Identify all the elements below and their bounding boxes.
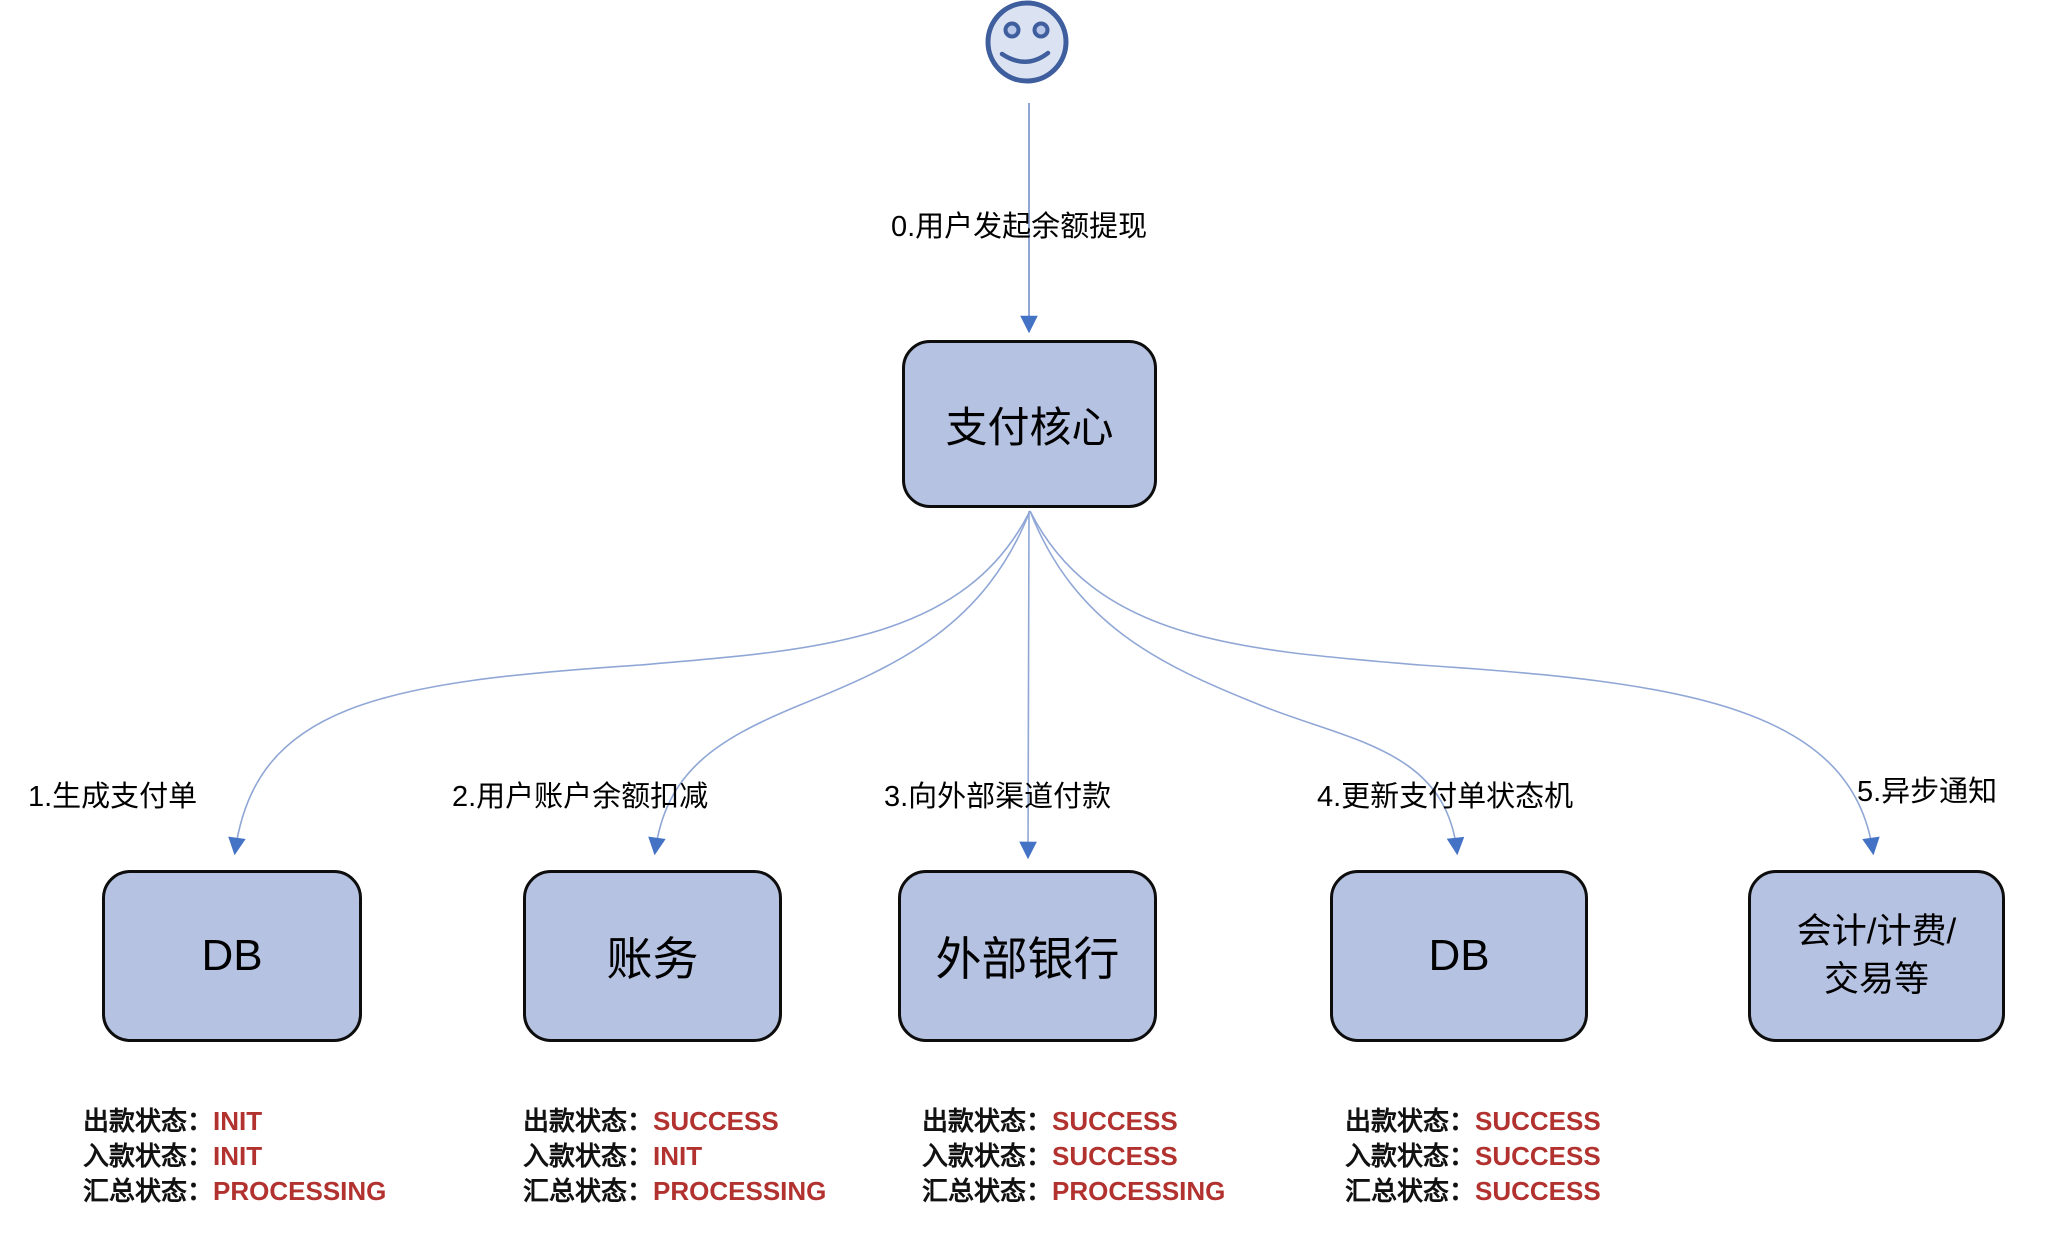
status-block-2: 出款状态：SUCCESS 入款状态：INIT 汇总状态：PROCESSING xyxy=(523,1104,826,1209)
status-value: INIT xyxy=(213,1141,263,1171)
status-label: 汇总状态： xyxy=(523,1176,654,1206)
node-accounting: 账务 xyxy=(523,870,782,1042)
status-block-1: 出款状态：INIT 入款状态：INIT 汇总状态：PROCESSING xyxy=(83,1104,386,1209)
node-db-2: DB xyxy=(1330,870,1588,1042)
status-value: INIT xyxy=(213,1106,263,1136)
status-label: 汇总状态： xyxy=(1345,1176,1476,1206)
status-value: SUCCESS xyxy=(1475,1176,1601,1206)
status-row: 汇总状态：SUCCESS xyxy=(1345,1174,1601,1209)
status-value: SUCCESS xyxy=(1052,1106,1178,1136)
edge-label-2: 2.用户账户余额扣减 xyxy=(452,781,709,813)
edge-label-0: 0.用户发起余额提现 xyxy=(891,211,1148,243)
status-row: 汇总状态：PROCESSING xyxy=(922,1174,1225,1209)
edge-label-1: 1.生成支付单 xyxy=(28,781,198,813)
status-value: PROCESSING xyxy=(653,1176,827,1206)
status-label: 出款状态： xyxy=(523,1106,654,1136)
node-accounting-billing-trade: 会计/计费/ 交易等 xyxy=(1748,870,2005,1042)
edge-label-3: 3.向外部渠道付款 xyxy=(884,781,1112,813)
status-label: 汇总状态： xyxy=(83,1176,214,1206)
status-value: INIT xyxy=(653,1141,703,1171)
status-value: PROCESSING xyxy=(213,1176,387,1206)
status-value: SUCCESS xyxy=(653,1106,779,1136)
node-external-bank: 外部银行 xyxy=(898,870,1157,1042)
status-row: 入款状态：INIT xyxy=(523,1139,826,1174)
status-value: SUCCESS xyxy=(1052,1141,1178,1171)
edge-label-4: 4.更新支付单状态机 xyxy=(1317,781,1574,813)
node-payment-core: 支付核心 xyxy=(902,340,1157,508)
edge-3-line xyxy=(1019,510,1037,860)
node-db-1: DB xyxy=(102,870,362,1042)
status-value: SUCCESS xyxy=(1475,1141,1601,1171)
status-label: 入款状态： xyxy=(523,1141,654,1171)
status-block-4: 出款状态：SUCCESS 入款状态：SUCCESS 汇总状态：SUCCESS xyxy=(1345,1104,1601,1209)
status-value: PROCESSING xyxy=(1052,1176,1226,1206)
status-label: 出款状态： xyxy=(922,1106,1053,1136)
user-smiley-icon xyxy=(985,0,1069,84)
status-row: 汇总状态：PROCESSING xyxy=(523,1174,826,1209)
status-value: SUCCESS xyxy=(1475,1106,1601,1136)
status-label: 出款状态： xyxy=(83,1106,214,1136)
status-label: 入款状态： xyxy=(83,1141,214,1171)
status-row: 入款状态：SUCCESS xyxy=(1345,1139,1601,1174)
status-row: 汇总状态：PROCESSING xyxy=(83,1174,386,1209)
status-label: 入款状态： xyxy=(1345,1141,1476,1171)
status-row: 出款状态：INIT xyxy=(83,1104,386,1139)
status-row: 入款状态：SUCCESS xyxy=(922,1139,1225,1174)
status-row: 出款状态：SUCCESS xyxy=(1345,1104,1601,1139)
status-block-3: 出款状态：SUCCESS 入款状态：SUCCESS 汇总状态：PROCESSIN… xyxy=(922,1104,1225,1209)
edge-5-line xyxy=(1029,510,1880,856)
edge-label-5: 5.异步通知 xyxy=(1857,776,1998,808)
status-label: 入款状态： xyxy=(922,1141,1053,1171)
edge-2-line xyxy=(648,510,1031,856)
status-row: 入款状态：INIT xyxy=(83,1139,386,1174)
status-row: 出款状态：SUCCESS xyxy=(922,1104,1225,1139)
status-label: 出款状态： xyxy=(1345,1106,1476,1136)
status-row: 出款状态：SUCCESS xyxy=(523,1104,826,1139)
edge-4-line xyxy=(1029,510,1465,856)
edge-1-line xyxy=(228,510,1031,856)
status-label: 汇总状态： xyxy=(922,1176,1053,1206)
